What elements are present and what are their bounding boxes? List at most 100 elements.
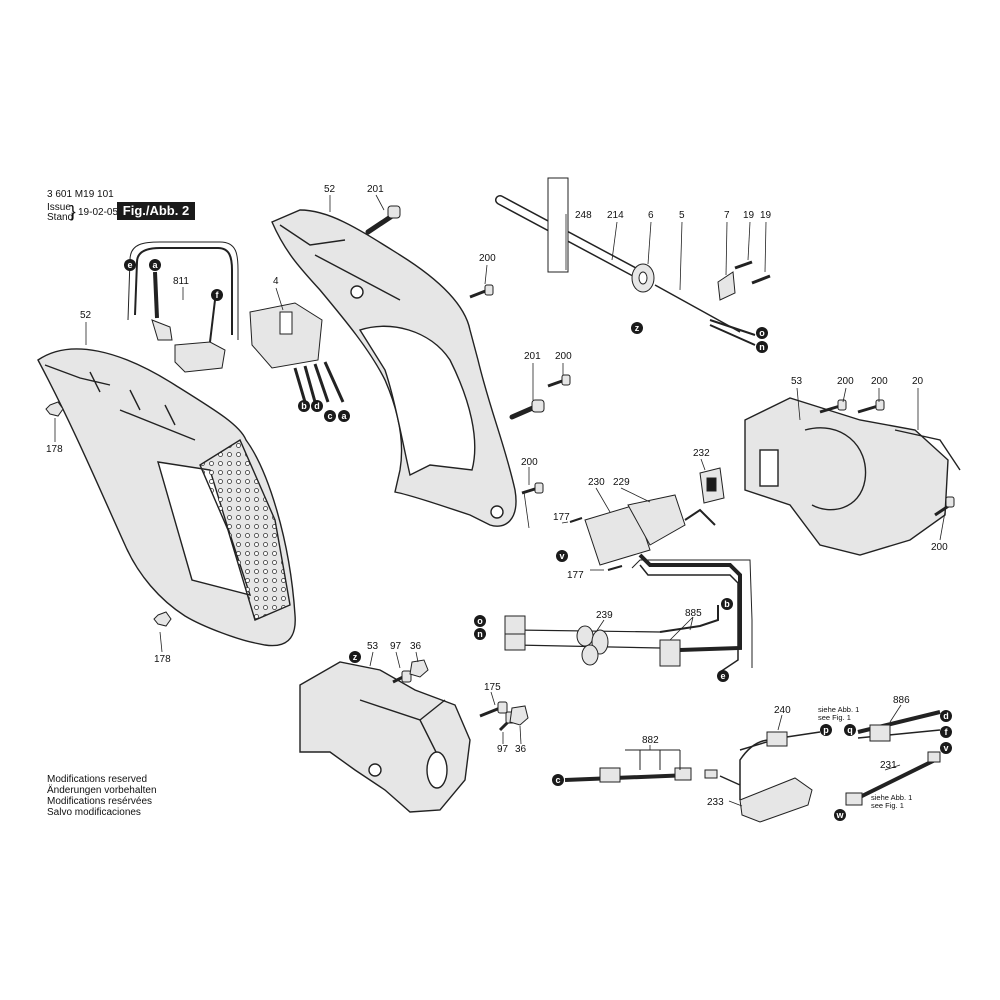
connector-marker: w: [834, 809, 846, 821]
part-label: 886: [893, 695, 910, 706]
connector-240: [739, 731, 821, 751]
svg-text:b: b: [301, 401, 307, 411]
part-label: 239: [596, 610, 613, 621]
svg-text:q: q: [847, 725, 853, 735]
part-label: 201: [524, 351, 541, 362]
part-label: 231: [880, 760, 897, 771]
svg-text:a: a: [152, 260, 158, 270]
part-label: 885: [685, 608, 702, 619]
handle-half-left: [37, 348, 296, 647]
part-label: 5: [679, 210, 685, 221]
connector-marker: a: [149, 259, 161, 271]
connector-marker: n: [756, 341, 768, 353]
connector-marker: d: [940, 710, 952, 722]
connector-marker: v: [940, 742, 952, 754]
part-label: 200: [555, 351, 572, 362]
part-label: 214: [607, 210, 624, 221]
connector-marker: d: [311, 400, 323, 412]
part-label: 230: [588, 477, 605, 488]
svg-text:d: d: [314, 401, 320, 411]
reference-line1: siehe Abb. 1: [871, 793, 912, 802]
issue-date: 19-02-05: [78, 207, 119, 218]
svg-text:z: z: [635, 323, 640, 333]
svg-text:b: b: [724, 599, 730, 609]
svg-text:v: v: [943, 743, 948, 753]
svg-text:o: o: [477, 616, 483, 626]
part-label: 882: [642, 735, 659, 746]
wiring-harness-885: [504, 553, 753, 673]
note-line: Änderungen vorbehalten: [47, 785, 157, 796]
part-label: 200: [521, 457, 538, 468]
part-label: 233: [707, 797, 724, 808]
part-label: 178: [46, 444, 63, 455]
part-label: 177: [553, 512, 570, 523]
part-label: 200: [871, 376, 888, 387]
connector-marker: b: [721, 598, 733, 610]
part-label: 36: [515, 744, 527, 755]
svg-text:a: a: [341, 411, 347, 421]
nut-36-upper: [409, 659, 429, 678]
part-label: 200: [931, 542, 948, 553]
connector-marker: f: [211, 289, 223, 301]
part-label: 200: [837, 376, 854, 387]
note-line: Salvo modificaciones: [47, 807, 141, 818]
part-label: 19: [760, 210, 772, 221]
connector-marker: q: [844, 724, 856, 736]
part-label: 811: [173, 276, 189, 287]
part-label: 97: [390, 641, 402, 652]
svg-text:e: e: [127, 260, 132, 270]
part-label: 175: [484, 682, 501, 693]
connector-marker: p: [820, 724, 832, 736]
cross-references: siehe Abb. 1 see Fig. 1 siehe Abb. 1 see…: [818, 705, 912, 810]
screw-200-e: [857, 399, 885, 414]
part-label: 248: [575, 210, 592, 221]
cable-protector-assembly: [495, 177, 771, 346]
motor-cover-53: [299, 661, 471, 813]
connector-marker: z: [631, 322, 643, 334]
svg-text:f: f: [216, 290, 220, 300]
issue-label: Issue: [47, 202, 71, 213]
connector-marker: n: [474, 628, 486, 640]
part-label: 177: [567, 570, 584, 581]
screw-200-c: [521, 482, 544, 495]
electronic-module: [569, 467, 725, 571]
nut-36-lower: [509, 705, 529, 726]
screw-201-mid: [509, 399, 545, 420]
svg-text:e: e: [720, 671, 725, 681]
connector-marker: b: [298, 400, 310, 412]
brace-glyph: }: [70, 202, 76, 221]
connector-886: [857, 710, 941, 742]
part-label: 229: [613, 477, 630, 488]
part-label: 20: [912, 376, 924, 387]
svg-text:p: p: [823, 725, 829, 735]
part-label: 6: [648, 210, 654, 221]
nut-178-lower: [153, 611, 172, 627]
part-label: 7: [724, 210, 730, 221]
part-label: 52: [80, 310, 92, 321]
note-line: Modifications resérvées: [47, 796, 153, 807]
stand-label: Stand: [47, 212, 74, 223]
connector-marker: o: [474, 615, 486, 627]
reference-line1: siehe Abb. 1: [818, 705, 859, 714]
svg-text:n: n: [759, 342, 765, 352]
reference-line2: see Fig. 1: [871, 801, 904, 810]
part-label: 232: [693, 448, 710, 459]
part-label: 201: [367, 184, 384, 195]
svg-text:c: c: [555, 775, 560, 785]
svg-text:c: c: [327, 411, 332, 421]
connector-marker: f: [940, 726, 952, 738]
connector-marker: o: [756, 327, 768, 339]
cable-231: [845, 751, 941, 806]
screw-97-upper: [392, 670, 412, 684]
svg-text:o: o: [759, 328, 765, 338]
part-label: 240: [774, 705, 791, 716]
part-label: 4: [273, 276, 279, 287]
screw-200-d: [819, 399, 847, 414]
figure-label: Fig./Abb. 2: [117, 202, 195, 220]
capacitor-233: [719, 739, 813, 823]
part-number-labels: 52 201 248 214 6 5 7 19 19 811 4 200 52 …: [46, 184, 948, 808]
connector-marker: c: [552, 774, 564, 786]
connector-marker: a: [338, 410, 350, 422]
part-label: 52: [324, 184, 336, 195]
